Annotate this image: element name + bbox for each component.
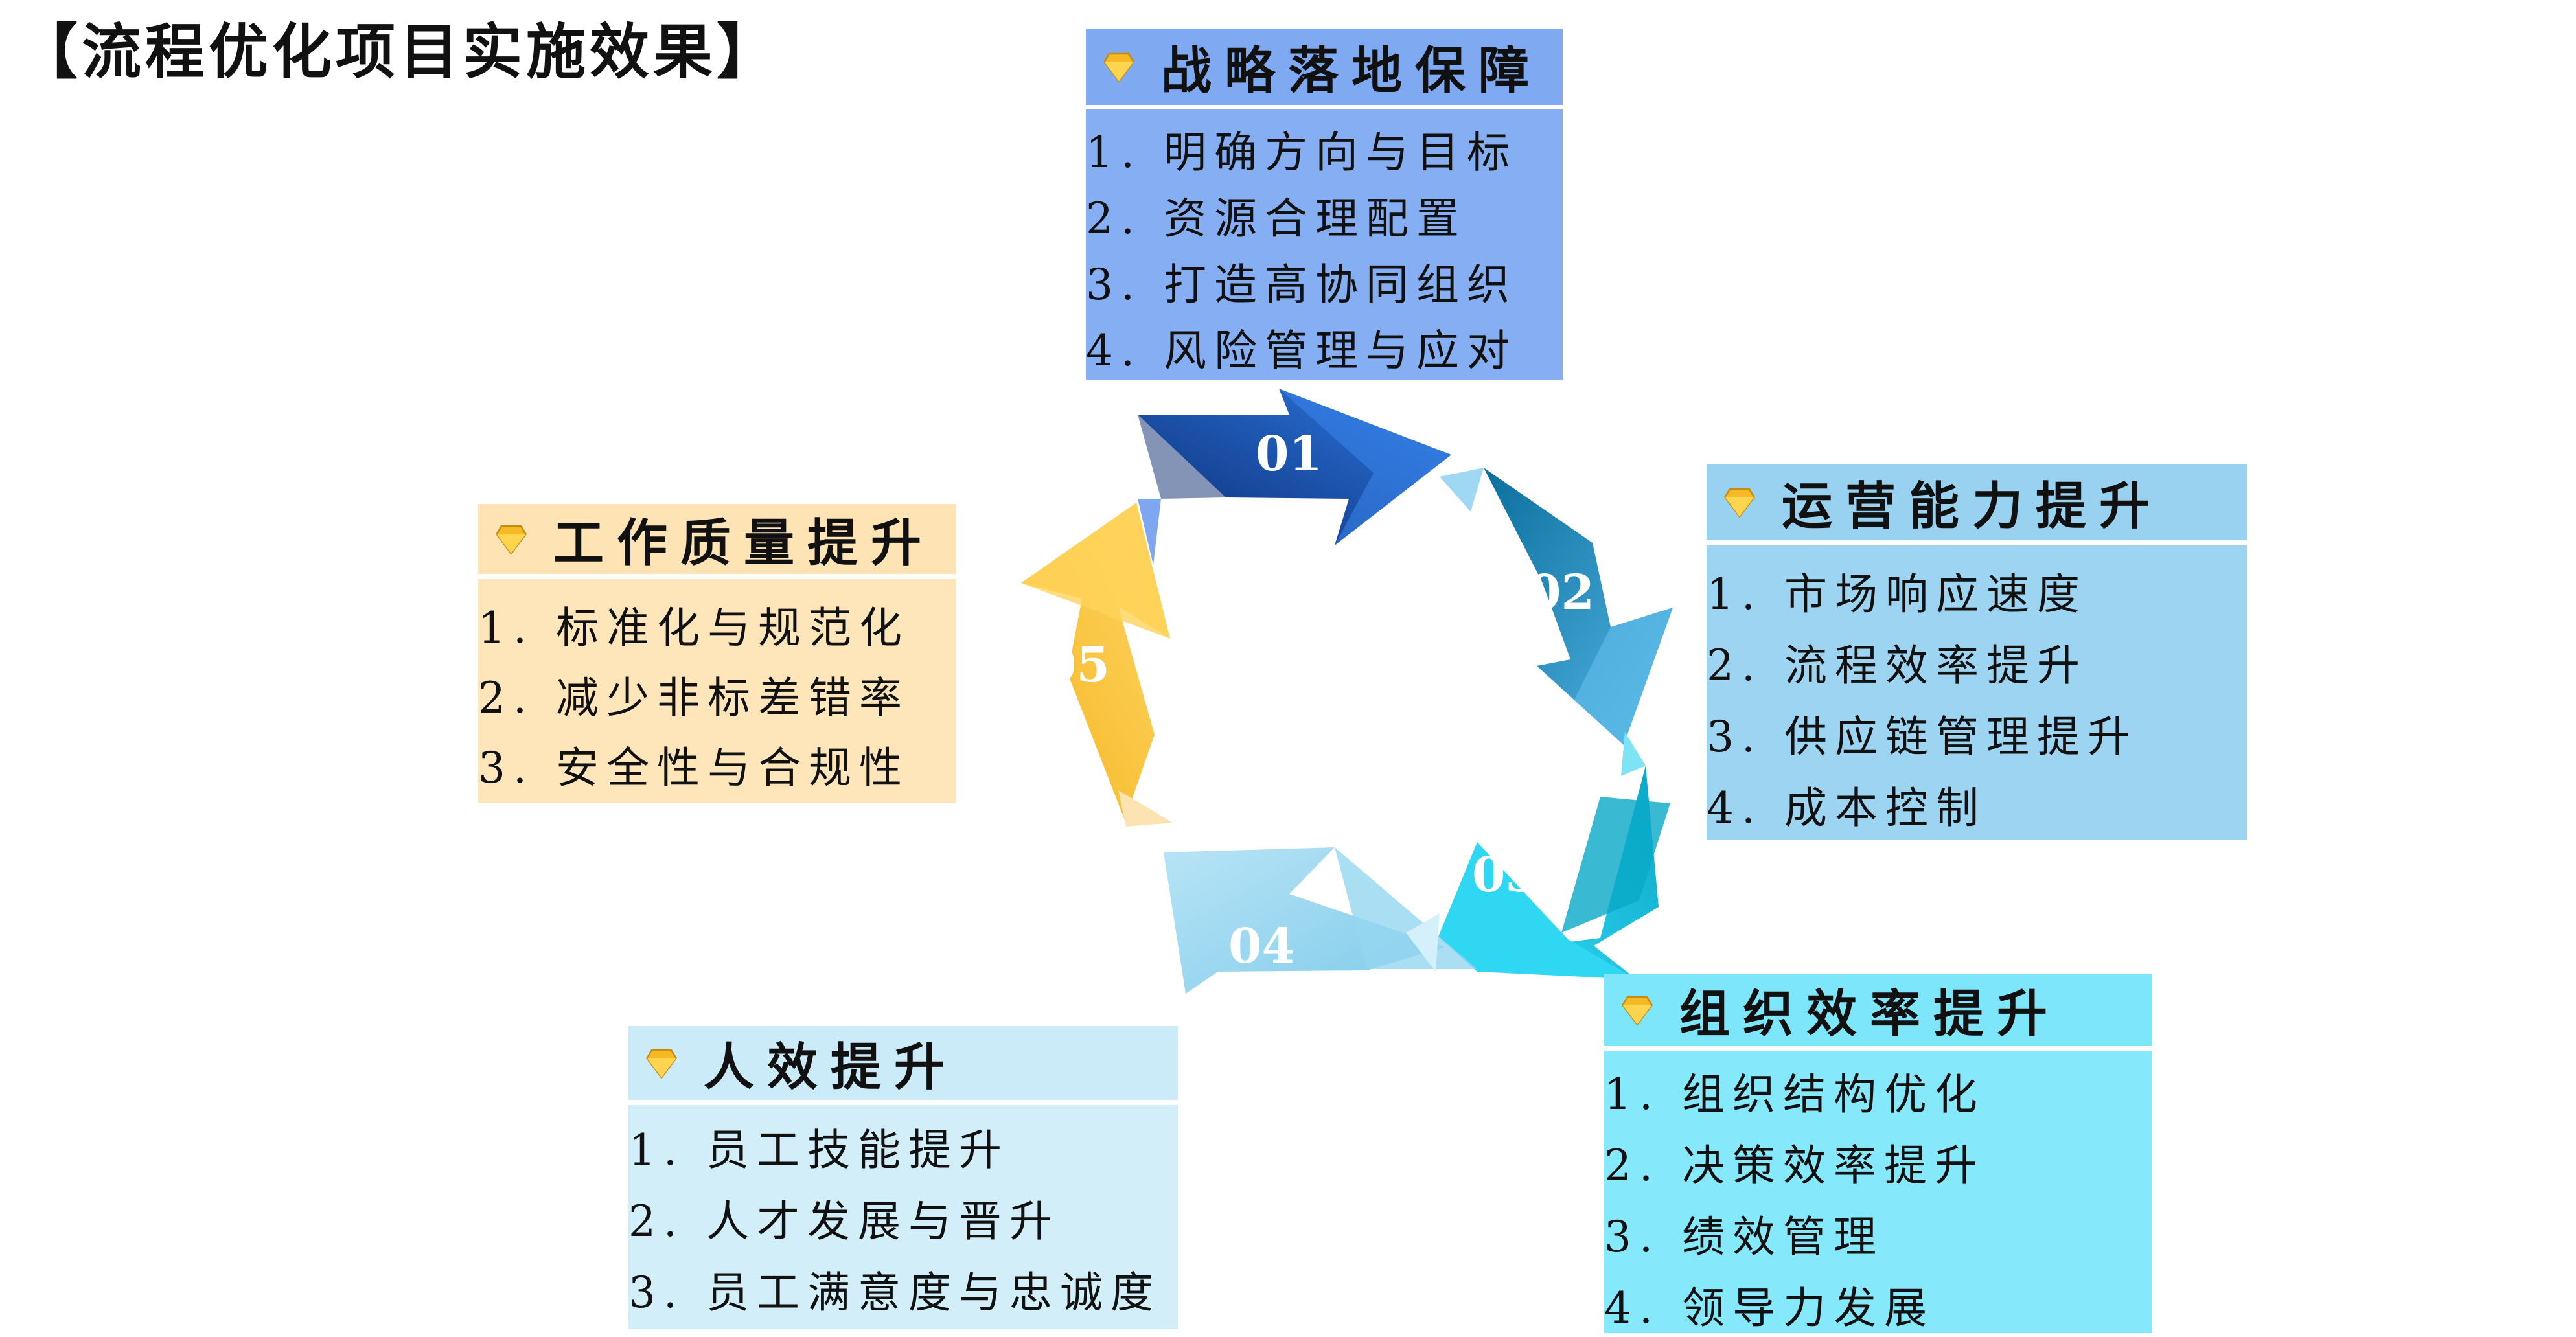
panel-strategy: 战略落地保障 1.明确方向与目标 2.资源合理配置 3.打造高协同组织 4.风险… [1086,29,1563,380]
panel-operations-item-1: 1.市场响应速度 [1707,569,2087,619]
panel-strategy-item-4: 4.风险管理与应对 [1086,326,1517,376]
panel-operations-title: 运营能力提升 [1782,477,2163,536]
panel-people-body: 1.员工技能提升 2.人才发展与晋升 3.员工满意度与忠诚度 [628,1105,1178,1329]
cycle-step-02-number: 02 [1528,565,1594,621]
panel-org-efficiency: 组织效率提升 1.组织结构优化 2.决策效率提升 3.绩效管理 4.领导力发展 [1604,974,2152,1333]
panel-strategy-body: 1.明确方向与目标 2.资源合理配置 3.打造高协同组织 4.风险管理与应对 [1086,109,1563,380]
panel-quality-title: 工作质量提升 [553,514,935,573]
panel-org-efficiency-title: 组织效率提升 [1679,985,2061,1044]
panel-org-efficiency-body: 1.组织结构优化 2.决策效率提升 3.绩效管理 4.领导力发展 [1604,1051,2152,1333]
cycle-step-01-number: 01 [1256,426,1322,482]
panel-org-efficiency-item-2: 2.决策效率提升 [1604,1141,1985,1191]
cycle-step-04-number: 04 [1228,919,1295,974]
panel-org-efficiency-header: 组织效率提升 [1604,974,2152,1046]
panel-people-item-3: 3.员工满意度与忠诚度 [628,1268,1161,1318]
panel-strategy-item-3: 3.打造高协同组织 [1086,260,1517,310]
panel-strategy-header: 战略落地保障 [1086,29,1563,105]
panel-org-efficiency-item-1: 1.组织结构优化 [1604,1069,1985,1119]
diamond-icon [645,1049,678,1079]
cycle-step-02: 02 [1484,468,1673,745]
panel-operations: 运营能力提升 1.市场响应速度 2.流程效率提升 3.供应链管理提升 4.成本控… [1707,464,2247,840]
page-title: 【流程优化项目实施效果】 [18,17,781,87]
panel-quality: 工作质量提升 1.标准化与规范化 2.减少非标差错率 3.安全性与合规性 [478,504,956,803]
diamond-icon [1723,488,1756,518]
panel-operations-item-3: 3.供应链管理提升 [1707,712,2138,762]
diamond-icon [1103,52,1135,83]
cycle-step-05: 05 [1021,503,1173,827]
panel-operations-item-2: 2.流程效率提升 [1707,641,2087,691]
panel-quality-item-1: 1.标准化与规范化 [478,603,910,653]
cycle-step-01: 01 [1138,389,1484,565]
panel-operations-header: 运营能力提升 [1707,464,2247,540]
panel-people: 人效提升 1.员工技能提升 2.人才发展与晋升 3.员工满意度与忠诚度 [628,1026,1178,1329]
panel-people-item-1: 1.员工技能提升 [628,1125,1009,1175]
panel-people-header: 人效提升 [628,1026,1178,1100]
panel-quality-item-3: 3.安全性与合规性 [478,743,910,793]
panel-strategy-item-2: 2.资源合理配置 [1086,194,1467,244]
panel-quality-item-2: 2.减少非标差错率 [478,673,910,723]
panel-people-item-2: 2.人才发展与晋升 [628,1196,1060,1246]
panel-org-efficiency-item-3: 3.绩效管理 [1604,1212,1884,1262]
panel-org-efficiency-item-4: 4.领导力发展 [1604,1283,1935,1333]
panel-operations-item-4: 4.成本控制 [1707,783,1986,833]
panel-people-title: 人效提升 [704,1038,958,1097]
cycle-step-04: 04 [1164,847,1477,994]
panel-quality-body: 1.标准化与规范化 2.减少非标差错率 3.安全性与合规性 [478,579,956,803]
cycle-step-03: 03 [1438,732,1670,979]
panel-strategy-title: 战略落地保障 [1161,41,1543,100]
panel-operations-body: 1.市场响应速度 2.流程效率提升 3.供应链管理提升 4.成本控制 [1707,545,2247,840]
cycle-step-05-number: 05 [1043,637,1110,693]
process-cycle: 01 02 03 04 05 [1021,389,1673,994]
cycle-step-03-number: 03 [1472,847,1539,903]
panel-quality-header: 工作质量提升 [478,504,956,574]
panel-strategy-item-1: 1.明确方向与目标 [1086,128,1517,177]
diamond-icon [495,525,527,555]
diamond-icon [1621,996,1653,1026]
